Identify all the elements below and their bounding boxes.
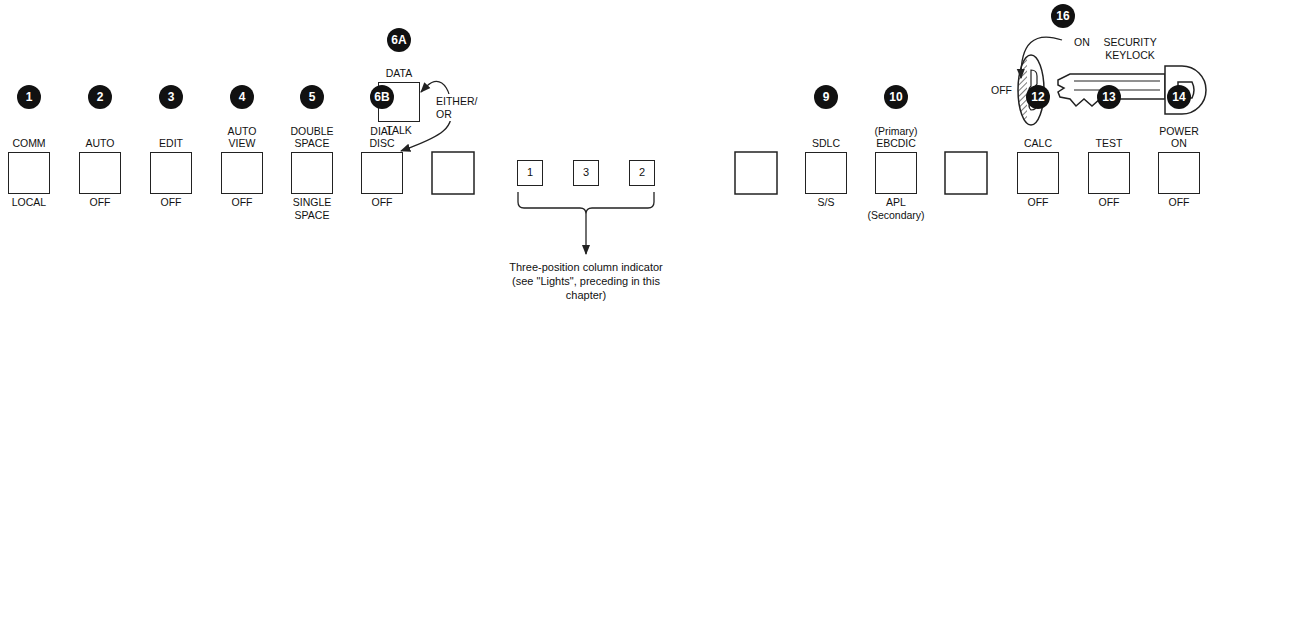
- callout-number: 3: [159, 85, 183, 109]
- switch-label: AUTO: [86, 137, 115, 150]
- column-indicator-light: 1: [517, 160, 543, 186]
- column-indicator-light: 3: [573, 160, 599, 186]
- callout-number: 4: [230, 85, 254, 109]
- lock-hatching: [1018, 55, 1027, 125]
- callout-number: 14: [1167, 85, 1191, 109]
- rocker-switch: AUTO VIEWOFF: [221, 152, 263, 194]
- turn-arrow: [1021, 37, 1062, 78]
- rocker-switch: POWER ONOFF: [1158, 152, 1200, 194]
- rocker-switch: EDITOFF: [150, 152, 192, 194]
- switch-off-label: OFF: [232, 196, 253, 209]
- callout-number: 9: [814, 85, 838, 109]
- part-label: ON: [1074, 36, 1090, 49]
- bracket: [518, 192, 654, 214]
- switch-off-label: OFF: [1028, 196, 1049, 209]
- switch-label: AUTO VIEW: [228, 125, 257, 150]
- switch-label: POWER ON: [1159, 125, 1199, 150]
- note: Three-position column indicator (see "Li…: [502, 261, 670, 302]
- part-label: OFF: [991, 84, 1012, 97]
- switch-label: SDLC: [812, 137, 840, 150]
- switch-off-label: OFF: [161, 196, 182, 209]
- switch-off-label: SINGLE SPACE: [293, 196, 332, 221]
- rocker-switch: (Primary) EBCDICAPL (Secondary): [875, 152, 917, 194]
- switch-label: DIAL DISC: [369, 125, 394, 150]
- key-groove: [1074, 81, 1160, 82]
- blank-switch: [735, 152, 777, 194]
- switch-label: TEST: [1096, 137, 1123, 150]
- indicator-number: 1: [527, 166, 533, 179]
- callout-number: 1: [17, 85, 41, 109]
- key: [1058, 66, 1206, 114]
- rocker-switch: CALCOFF: [1017, 152, 1059, 194]
- callout-number: 2: [88, 85, 112, 109]
- rocker-switch: SDLCS/S: [805, 152, 847, 194]
- key-bow: [1165, 66, 1206, 114]
- rocker-switch: COMMLOCAL: [8, 152, 50, 194]
- indicator-number: 2: [639, 166, 645, 179]
- switch-label: DOUBLE SPACE: [290, 125, 333, 150]
- switch-label: CALC: [1024, 137, 1052, 150]
- switch-label: DATA: [386, 67, 412, 80]
- switch-off-label: OFF: [372, 196, 393, 209]
- callout-number: 6B: [370, 85, 394, 109]
- switch-off-label: OFF: [90, 196, 111, 209]
- switch-label: EDIT: [159, 137, 183, 150]
- rocker-switch: TESTOFF: [1088, 152, 1130, 194]
- callout-number: 13: [1097, 85, 1121, 109]
- rocker-switch: DOUBLE SPACESINGLE SPACE: [291, 152, 333, 194]
- callout-number: 16: [1051, 4, 1075, 28]
- switch-off-label: OFF: [1099, 196, 1120, 209]
- callout-number: 5: [300, 85, 324, 109]
- switch-off-label: OFF: [1169, 196, 1190, 209]
- callout-number: 6A: [387, 28, 411, 52]
- security-keylock: [1018, 37, 1062, 125]
- leader-arrow: [585, 214, 586, 254]
- callout-number: 10: [884, 85, 908, 109]
- indicator-number: 3: [583, 166, 589, 179]
- column-indicator-light: 2: [629, 160, 655, 186]
- blank-switch: [945, 152, 987, 194]
- blank-switch: [432, 152, 474, 194]
- switch-label: COMM: [12, 137, 45, 150]
- edge-label: EITHER/ OR: [434, 94, 479, 121]
- switch-off-label: LOCAL: [12, 196, 46, 209]
- switch-off-label: APL (Secondary): [867, 196, 924, 221]
- switch-label: (Primary) EBCDIC: [874, 125, 917, 150]
- rocker-switch: DIAL DISCOFF: [361, 152, 403, 194]
- switch-off-label: S/S: [818, 196, 835, 209]
- callout-number: 12: [1026, 85, 1050, 109]
- rocker-switch: AUTOOFF: [79, 152, 121, 194]
- part-label: SECURITY KEYLOCK: [1104, 36, 1157, 61]
- blank-switch: [432, 152, 987, 194]
